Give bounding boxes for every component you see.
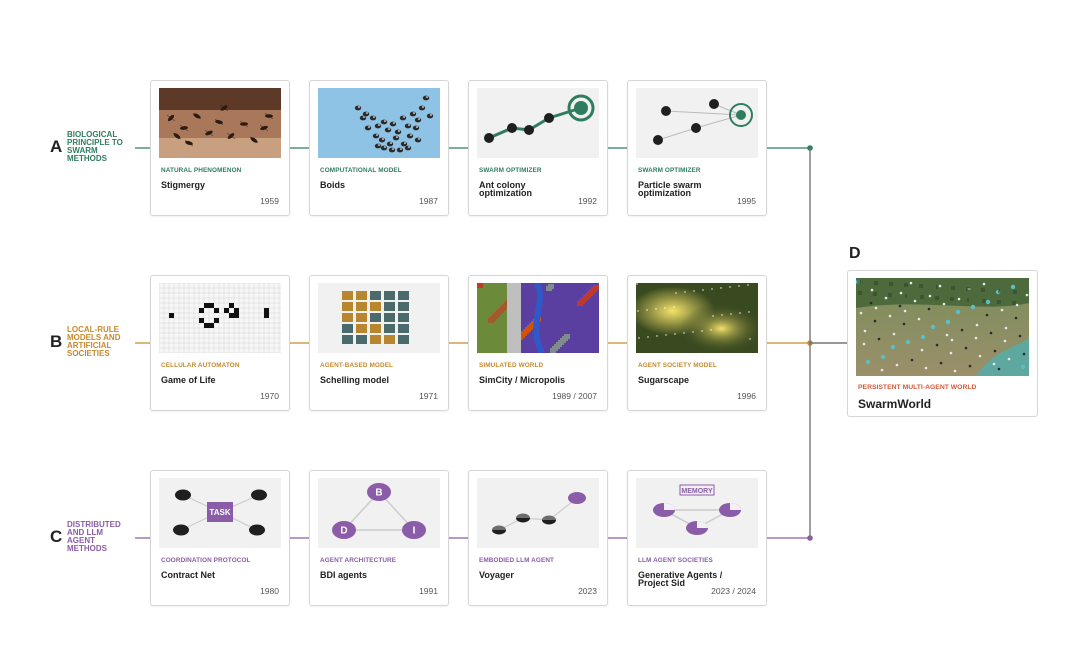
cell-grid-icon — [159, 283, 281, 353]
card-category: COMPUTATIONAL MODEL — [320, 167, 402, 174]
card-name: Ant colony optimization — [479, 180, 532, 198]
result-name: SwarmWorld — [858, 397, 932, 411]
task-network-icon: TASK — [159, 478, 281, 548]
bdi-triangle-icon: B D I — [318, 478, 440, 548]
card-year: 1971 — [419, 391, 438, 401]
row-label-line: ARTIFICIAL — [67, 341, 112, 350]
result-category: PERSISTENT MULTI-AGENT WORLD — [858, 384, 977, 391]
card-year: 1989 / 2007 — [552, 391, 597, 401]
swarm-world-render-icon — [856, 278, 1029, 376]
row-label-line: SOCIETIES — [67, 349, 110, 358]
result-card-swarmworld: PERSISTENT MULTI-AGENT WORLD SwarmWorld — [847, 270, 1038, 417]
card-year: 1991 — [419, 586, 438, 596]
card-sugarscape: AGENT SOCIETY MODEL Sugarscape 1996 — [627, 275, 767, 411]
card-name: Boids — [320, 180, 346, 190]
card-bdi-agents: B D I AGENT ARCHITECTURE BDI agents 1991 — [309, 470, 449, 606]
row-label-line: LOCAL-RULE — [67, 325, 119, 334]
card-category: SWARM OPTIMIZER — [638, 167, 701, 174]
row-label-line: DISTRIBUTED — [67, 520, 121, 529]
ants-photo-icon — [159, 88, 281, 158]
card-ant-colony-optimization: SWARM OPTIMIZER Ant colony optimization 19… — [468, 80, 608, 216]
card-year: 2023 / 2024 — [711, 586, 756, 596]
card-year: 1995 — [737, 196, 756, 206]
skill-chain-icon — [477, 478, 599, 548]
row-label-line: SWARM — [67, 146, 98, 155]
memory-label: MEMORY — [681, 488, 713, 495]
row-label-line: AND LLM — [67, 528, 103, 537]
card-particle-swarm-optimization: SWARM OPTIMIZER Particle swarm optimizati… — [627, 80, 767, 216]
card-category: CELLULAR AUTOMATON — [161, 362, 240, 369]
row-label-line: BIOLOGICAL — [67, 130, 118, 139]
row-label-line: MODELS AND — [67, 333, 121, 342]
card-category: COORDINATION PROTOCOL — [161, 557, 251, 564]
card-contract-net: TASK COORDINATION PROTOCOL Contract Net 198… — [150, 470, 290, 606]
card-year: 2023 — [578, 586, 597, 596]
row-letter-a: A — [50, 137, 63, 156]
task-label: TASK — [209, 508, 230, 517]
card-year: 1992 — [578, 196, 597, 206]
card-year: 1970 — [260, 391, 279, 401]
card-category: LLM AGENT SOCIETIES — [638, 557, 713, 564]
card-name: Game of Life — [161, 375, 216, 385]
row-letter-b: B — [50, 332, 63, 351]
card-game-of-life: CELLULAR AUTOMATON Game of Life 1970 — [150, 275, 290, 411]
card-category: NATURAL PHENOMENON — [161, 167, 242, 174]
card-simcity-micropolis: SIMULATED WORLD SimCity / Micropolis 1989 … — [468, 275, 608, 411]
bdi-node-label: B — [375, 488, 382, 499]
card-year: 1996 — [737, 391, 756, 401]
ant-path-graph-icon — [477, 88, 599, 158]
card-name: Schelling model — [320, 375, 390, 385]
card-schelling-model: AGENT-BASED MODEL Schelling model 1971 — [309, 275, 449, 411]
card-stigmergy: NATURAL PHENOMENON Stigmergy 1959 — [150, 80, 290, 216]
bdi-node-label: D — [340, 526, 347, 537]
card-category: EMBODIED LLM AGENT — [479, 557, 555, 564]
city-map-icon — [477, 283, 599, 353]
card-category: AGENT ARCHITECTURE — [320, 557, 397, 564]
card-name: Generative Agents / Project Sid — [638, 570, 723, 588]
card-category: SWARM OPTIMIZER — [479, 167, 542, 174]
card-generative-agents-project-sid: MEMORY LLM AGENT SOCIETIES Generative Agen… — [627, 470, 767, 606]
memory-graph-icon: MEMORY — [636, 478, 758, 548]
bdi-node-label: I — [413, 526, 416, 537]
card-category: AGENT SOCIETY MODEL — [638, 362, 717, 369]
card-name: Voyager — [479, 570, 514, 580]
particle-target-graph-icon — [636, 88, 758, 158]
card-name: Stigmergy — [161, 180, 206, 190]
row-label-line: PRINCIPLE TO — [67, 138, 123, 147]
card-name: Sugarscape — [638, 375, 690, 385]
bird-flock-photo-icon — [318, 88, 440, 158]
card-voyager: EMBODIED LLM AGENT Voyager 2023 — [468, 470, 608, 606]
row-label-line: METHODS — [67, 154, 107, 163]
card-name: BDI agents — [320, 570, 368, 580]
row-label-line: METHODS — [67, 544, 107, 553]
card-name: SimCity / Micropolis — [479, 375, 566, 385]
row-label-line: AGENT — [67, 536, 95, 545]
segregation-grid-icon — [318, 283, 440, 353]
card-year: 1959 — [260, 196, 279, 206]
sugar-landscape-icon — [636, 283, 758, 353]
result-letter: D — [849, 245, 861, 262]
card-name: Particle swarm optimization — [638, 180, 702, 198]
row-letter-c: C — [50, 527, 63, 546]
card-boids: COMPUTATIONAL MODEL Boids 1987 — [309, 80, 449, 216]
card-year: 1980 — [260, 586, 279, 596]
card-name: Contract Net — [161, 570, 216, 580]
card-year: 1987 — [419, 196, 438, 206]
card-category: SIMULATED WORLD — [479, 362, 544, 369]
card-category: AGENT-BASED MODEL — [320, 362, 394, 369]
